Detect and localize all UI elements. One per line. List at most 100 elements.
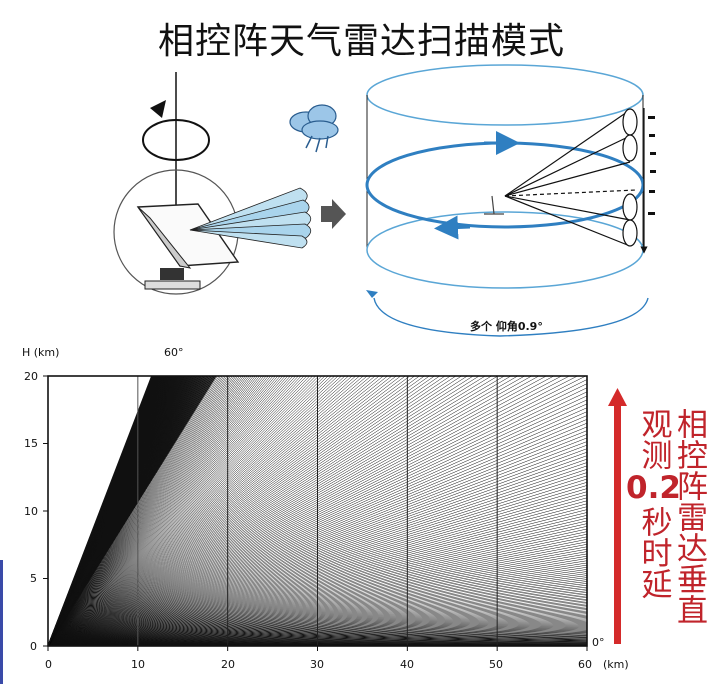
- elevation-ray: [48, 376, 486, 646]
- elevation-ray: [48, 376, 532, 646]
- x-tick-5: 50: [489, 658, 503, 671]
- elevation-ray: [48, 376, 406, 646]
- elevation-ray: [48, 376, 329, 646]
- elevation-ray: [48, 376, 260, 646]
- radar-schematic: [113, 72, 312, 295]
- elevation-ray: [48, 376, 305, 646]
- elevation-ray: [48, 376, 281, 646]
- elevation-ray: [48, 376, 411, 646]
- y-tick-3: 15: [24, 437, 38, 450]
- elevation-ray: [48, 376, 512, 646]
- elevation-ray: [48, 376, 415, 646]
- elevation-ray: [48, 376, 462, 646]
- vertical-arrow-icon: [608, 388, 627, 644]
- elevation-ray: [48, 376, 356, 646]
- elevation-ray: [48, 376, 299, 646]
- elevation-ray: [48, 376, 570, 646]
- elevation-ray: [48, 376, 578, 646]
- elevation-ray: [48, 376, 286, 646]
- side-label-vertical-observation: 相控阵雷达垂直: [671, 408, 707, 625]
- elevation-ray: [48, 376, 547, 646]
- elevation-ray: [48, 376, 296, 646]
- elevation-ray: [48, 376, 401, 646]
- elevation-ray: [48, 376, 326, 646]
- elevation-ray: [48, 376, 240, 646]
- elevation-ray: [48, 376, 310, 646]
- y-tick-2: 10: [24, 505, 38, 518]
- x-tick-6: 60: [578, 658, 592, 671]
- elevation-ray: [48, 376, 288, 646]
- elevation-ray: [48, 376, 269, 646]
- elevation-ray: [48, 376, 498, 646]
- elevation-ray: [48, 376, 258, 646]
- elevation-ray: [48, 376, 425, 646]
- elevation-ray: [48, 376, 353, 646]
- scan-angle-label: 多个 仰角0.9°: [470, 319, 543, 333]
- x-axis-unit: (km): [603, 658, 629, 671]
- elevation-ray: [48, 376, 554, 646]
- elevation-chart: H (km) 60° 0° (km) 0 5 10 15 20 0 10 20 …: [22, 346, 629, 671]
- elevation-ray: [48, 376, 540, 646]
- elevation-ray: [48, 376, 364, 646]
- storm-cloud-icon: [289, 104, 339, 153]
- elevation-ray: [48, 376, 274, 646]
- x-tick-4: 40: [400, 658, 414, 671]
- x-tick-3: 30: [310, 658, 324, 671]
- elevation-ray: [48, 376, 307, 646]
- angle-top-label: 60°: [164, 346, 184, 359]
- y-tick-1: 5: [30, 572, 37, 585]
- elevation-ray: [48, 376, 430, 646]
- rotation-arrow-icon: [150, 100, 166, 118]
- elevation-ray: [48, 376, 451, 646]
- beam-lines: [504, 109, 637, 247]
- elevation-ray: [48, 376, 346, 646]
- elevation-ray: [48, 376, 250, 646]
- edge-bar: [0, 560, 3, 684]
- elevation-ray: [48, 376, 492, 646]
- elevation-ray: [48, 376, 468, 646]
- elevation-ray: [48, 376, 276, 646]
- x-tick-1: 10: [131, 658, 145, 671]
- elevation-ray: [48, 376, 342, 646]
- rotation-ellipse: [142, 119, 210, 161]
- elevation-ray: [48, 376, 562, 646]
- elevation-ray: [48, 376, 256, 646]
- elevation-ray: [48, 376, 368, 646]
- elevation-ray: [48, 376, 319, 646]
- elevation-ray: [48, 376, 457, 646]
- elevation-ray: [48, 376, 525, 646]
- chart-gridlines: [137, 376, 498, 646]
- elevation-ray: [48, 376, 420, 646]
- elevation-ray: [48, 376, 393, 646]
- transition-arrow-icon: [321, 199, 346, 229]
- ring-arrow-left-icon: [434, 215, 471, 240]
- elevation-ray: [48, 376, 322, 646]
- delay-number: 0.2: [626, 470, 681, 506]
- side-label-delay: 观测0.2秒时延: [626, 408, 681, 599]
- elevation-ray: [48, 376, 242, 646]
- elevation-ray: [48, 376, 283, 646]
- elevation-ray: [48, 376, 435, 646]
- delay-suffix: 秒时延: [635, 506, 672, 599]
- x-tick-2: 20: [221, 658, 235, 671]
- y-axis-label: H (km): [22, 346, 59, 359]
- elevation-marks-icon: [648, 116, 656, 215]
- elevation-ray: [48, 376, 474, 646]
- elevation-ray: [48, 376, 316, 646]
- elevation-ray: [48, 376, 278, 646]
- elevation-ray: [48, 376, 153, 646]
- elevation-ray: [48, 376, 335, 646]
- elevation-ray: [48, 376, 262, 646]
- diagram-title: 相控阵天气雷达扫描模式: [157, 21, 565, 62]
- pedestal: [160, 268, 184, 280]
- elevation-ray: [48, 376, 313, 646]
- angle-bottom-label: 0°: [592, 636, 605, 649]
- elevation-ray: [48, 376, 246, 646]
- elevation-ray: [48, 376, 446, 646]
- elevation-ray: [48, 376, 397, 646]
- scan-cylinder: 多个 仰角0.9°: [365, 64, 656, 337]
- x-tick-0: 0: [45, 658, 52, 671]
- elevation-ray: [48, 376, 384, 646]
- elevation-ray: [48, 376, 252, 646]
